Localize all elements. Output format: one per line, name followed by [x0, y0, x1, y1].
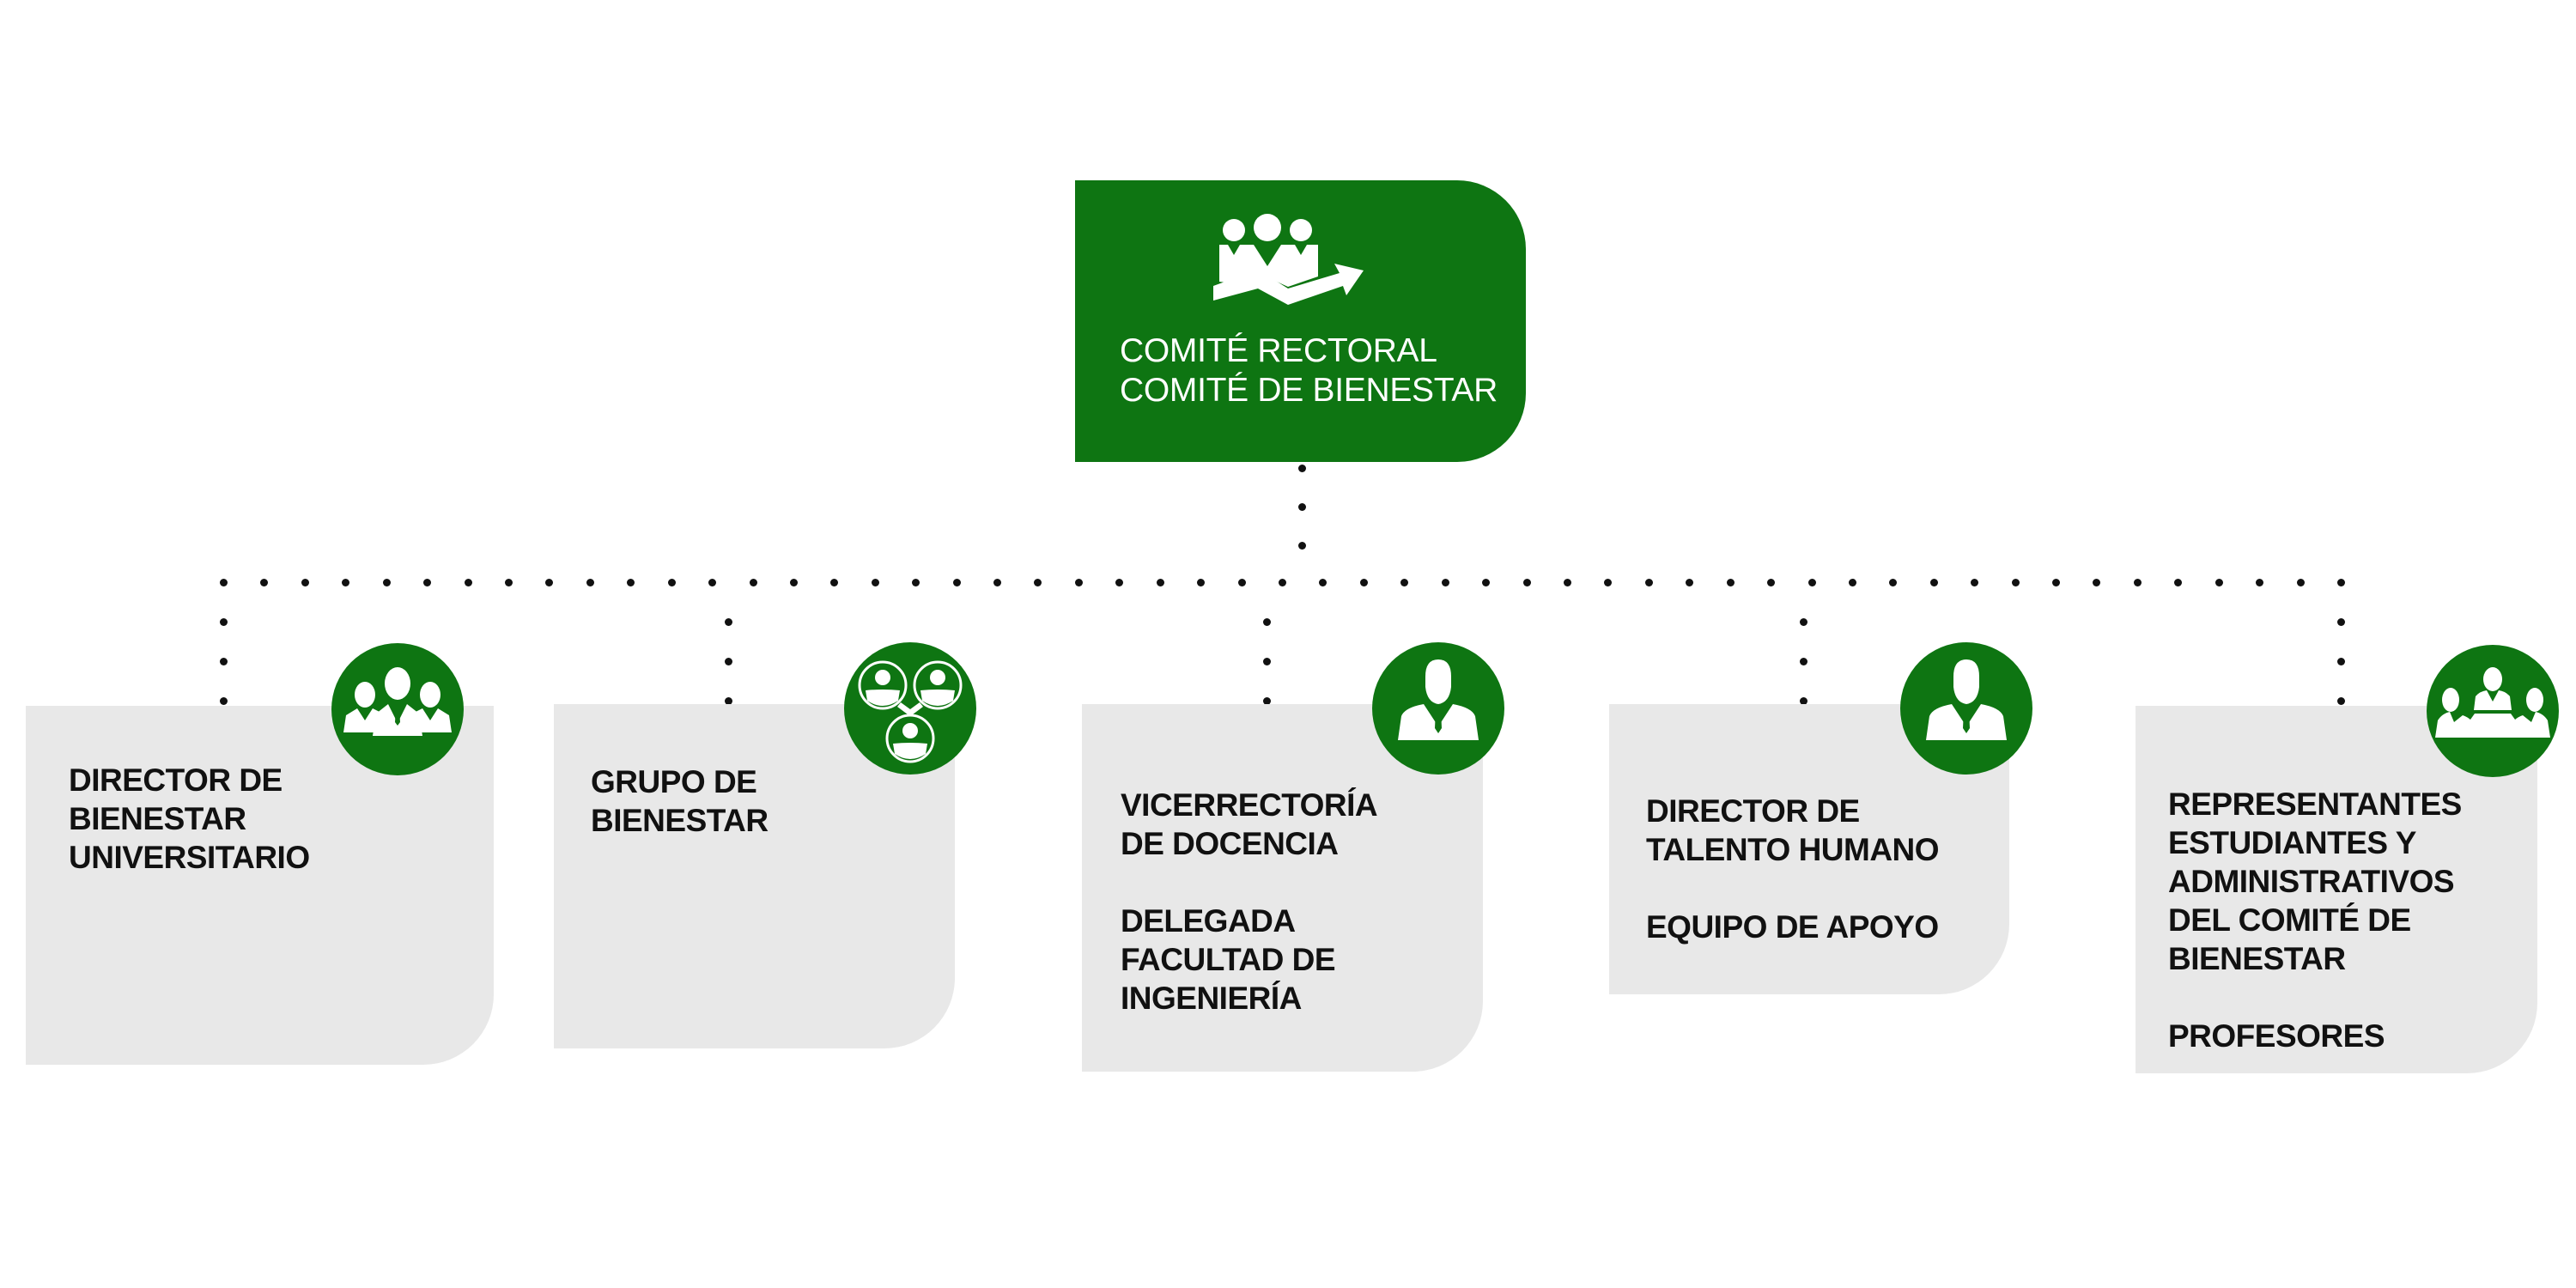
connector-dot — [2215, 578, 2223, 586]
connector-dot — [2296, 578, 2305, 586]
connector-dot — [2336, 617, 2345, 626]
meeting-table-icon — [2427, 645, 2559, 777]
connector-dot — [708, 578, 716, 586]
connector-dot — [1297, 502, 1306, 511]
connector-dot — [952, 578, 961, 586]
connector-dot — [219, 617, 228, 626]
connector-dot — [2336, 578, 2345, 586]
connector-dot — [2011, 578, 2020, 586]
connector-dot — [1359, 578, 1368, 586]
connector-dot — [1074, 578, 1083, 586]
connector-dot — [1563, 578, 1571, 586]
connector-dot — [1297, 464, 1306, 472]
connector-dot — [219, 657, 228, 665]
connector-dot — [464, 578, 472, 586]
connector-dot — [1603, 578, 1612, 586]
connector-dot — [1262, 617, 1271, 626]
connector-dot — [1262, 696, 1271, 705]
connector-dot — [259, 578, 268, 586]
connector-dot — [1400, 578, 1408, 586]
connector-dot — [724, 617, 732, 626]
team-executives-icon — [331, 643, 464, 775]
connector-dot — [724, 696, 732, 705]
connector-dot — [1799, 657, 1807, 665]
connector-dot — [1644, 578, 1653, 586]
connector-dot — [382, 578, 391, 586]
connector-dot — [341, 578, 349, 586]
card-label: VICERRECTORÍA DE DOCENCIA DELEGADA FACUL… — [1121, 787, 1378, 1016]
root-node-comite-rectoral: COMITÉ RECTORAL COMITÉ DE BIENESTAR — [1075, 180, 1526, 462]
connector-dot — [1888, 578, 1897, 586]
connector-dot — [219, 578, 228, 586]
connector-dot — [626, 578, 635, 586]
connector-dot — [2133, 578, 2142, 586]
connector-dot — [1033, 578, 1042, 586]
connector-dot — [1115, 578, 1123, 586]
card-label: GRUPO DE BIENESTAR — [591, 764, 769, 838]
connector-dot — [829, 578, 838, 586]
connector-dot — [871, 578, 879, 586]
card-label: DIRECTOR DE BIENESTAR UNIVERSITARIO — [69, 762, 310, 875]
connector-dot — [1297, 541, 1306, 550]
connector-dot — [1799, 696, 1807, 705]
connector-dot — [911, 578, 920, 586]
connector-dot — [667, 578, 676, 586]
connector-dot — [1196, 578, 1205, 586]
connector-dot — [1278, 578, 1286, 586]
connector-dot — [219, 696, 228, 705]
executive-person-icon — [1900, 642, 2032, 775]
card-representantes: REPRESENTANTES ESTUDIANTES Y ADMINISTRAT… — [2136, 706, 2537, 1073]
connector-dot — [1807, 578, 1816, 586]
connector-dot — [2051, 578, 2060, 586]
connector-dot — [2255, 578, 2263, 586]
connector-dot — [1237, 578, 1246, 586]
connector-dot — [1685, 578, 1693, 586]
connector-dot — [749, 578, 757, 586]
connector-dot — [1929, 578, 1938, 586]
connector-dot — [1156, 578, 1164, 586]
root-node-label: COMITÉ RECTORAL COMITÉ DE BIENESTAR — [1120, 332, 1498, 409]
connector-dot — [1522, 578, 1531, 586]
connector-dot — [1318, 578, 1327, 586]
card-label: DIRECTOR DE TALENTO HUMANO EQUIPO DE APO… — [1646, 793, 1940, 945]
connector-dot — [301, 578, 309, 586]
card-label: REPRESENTANTES ESTUDIANTES Y ADMINISTRAT… — [2168, 787, 2462, 1054]
team-growth-icon — [1211, 206, 1365, 313]
connector-dot — [1799, 617, 1807, 626]
connector-dot — [586, 578, 594, 586]
connector-dot — [1970, 578, 1978, 586]
connector-dot — [1262, 657, 1271, 665]
connector-dot — [2336, 657, 2345, 665]
connector-dot — [1766, 578, 1775, 586]
card-director-bienestar: DIRECTOR DE BIENESTAR UNIVERSITARIO — [26, 706, 494, 1065]
connector-dot — [993, 578, 1001, 586]
connector-dot — [1848, 578, 1856, 586]
connector-dot — [2336, 696, 2345, 705]
connector-dot — [1726, 578, 1735, 586]
connector-dot — [1481, 578, 1490, 586]
connector-dot — [504, 578, 513, 586]
network-group-icon — [844, 642, 976, 775]
connector-dot — [2173, 578, 2182, 586]
executive-person-icon — [1372, 642, 1504, 775]
connector-dot — [544, 578, 553, 586]
connector-dot — [724, 657, 732, 665]
connector-dot — [1441, 578, 1449, 586]
connector-dot — [422, 578, 431, 586]
connector-dot — [2092, 578, 2100, 586]
connector-dot — [789, 578, 798, 586]
